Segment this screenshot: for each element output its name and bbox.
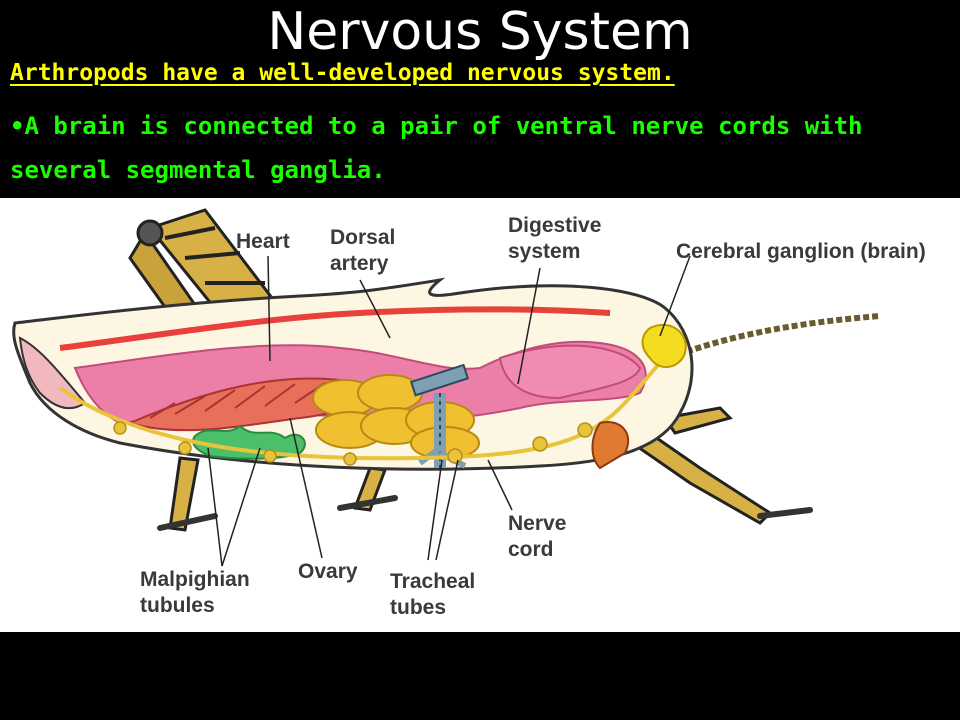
slide-title: Nervous System bbox=[267, 2, 693, 62]
grasshopper-diagram: Heart Dorsal artery Digestive system Cer… bbox=[12, 208, 926, 619]
mouthparts bbox=[591, 421, 630, 470]
label-nerve-cord-line1: Nerve bbox=[508, 512, 566, 535]
label-cerebral-ganglion: Cerebral ganglion (brain) bbox=[676, 240, 926, 263]
label-digestive-line2: system bbox=[508, 240, 580, 263]
label-tracheal-line1: Tracheal bbox=[390, 570, 475, 593]
label-tracheal-line2: tubes bbox=[390, 596, 446, 619]
dorsal-vessel bbox=[59, 306, 611, 351]
leader-lines bbox=[207, 255, 691, 567]
label-dorsal-artery-line1: Dorsal bbox=[330, 226, 395, 249]
grasshopper-anatomy-figure: Heart Dorsal artery Digestive system Cer… bbox=[0, 198, 960, 632]
label-digestive-line1: Digestive bbox=[508, 214, 601, 237]
label-malpighian-line1: Malpighian bbox=[140, 568, 250, 591]
bullet-text: A brain is connected to a pair of ventra… bbox=[10, 112, 863, 184]
segmental-ganglia bbox=[113, 421, 593, 466]
slide-subtitle: Arthropods have a well-developed nervous… bbox=[10, 60, 675, 86]
cerebral-ganglion-shape bbox=[641, 323, 687, 368]
label-malpighian-line2: tubules bbox=[140, 594, 215, 617]
label-ovary: Ovary bbox=[298, 560, 358, 583]
abdomen-tip bbox=[18, 336, 87, 410]
bullet-point: •A brain is connected to a pair of ventr… bbox=[10, 104, 950, 192]
antenna bbox=[668, 313, 881, 361]
label-nerve-cord-line2: cord bbox=[508, 538, 554, 561]
label-heart: Heart bbox=[236, 230, 290, 253]
label-dorsal-artery-line2: artery bbox=[330, 252, 389, 275]
bullet-marker: • bbox=[10, 112, 25, 140]
